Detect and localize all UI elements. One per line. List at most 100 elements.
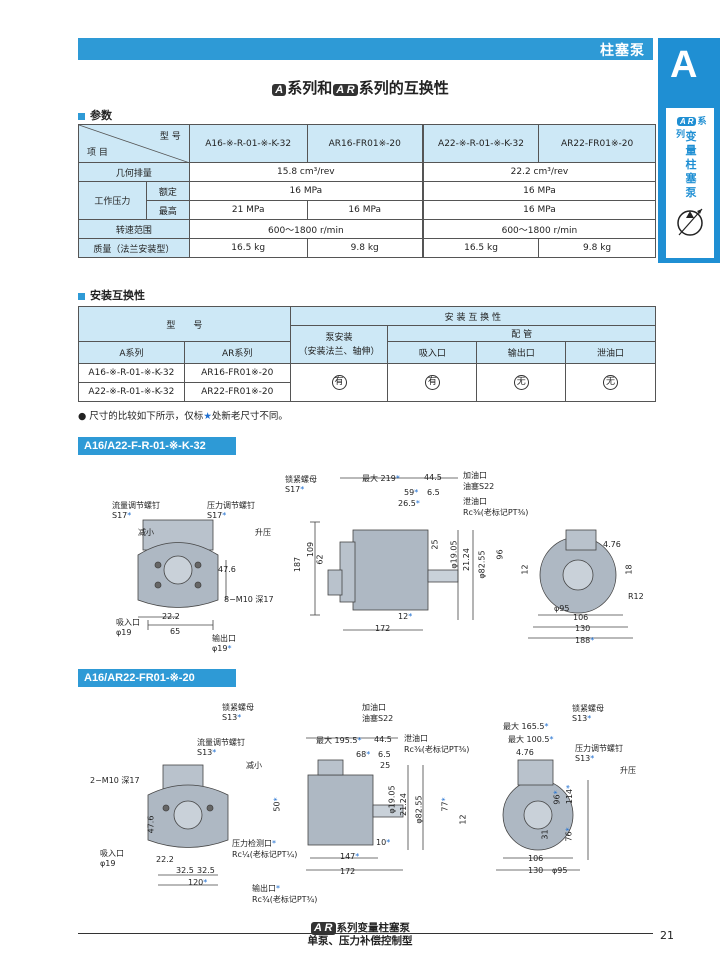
install-row-a22: A22-※-R-01-※-K-32 [78, 382, 185, 402]
d2-d114: 114* [565, 784, 575, 805]
speed-16: 600～1800 r/min [188, 219, 424, 239]
d2-d106: 106 [528, 854, 544, 863]
d2-d130: 130 [528, 866, 544, 875]
d1-d222: 22.2 [162, 612, 180, 621]
install-suction: 吸入口 [387, 341, 478, 364]
d1-d476b: 4.76 [603, 540, 621, 549]
d2-outlet: 输出口*Rc¾(老标记PT¾) [252, 884, 318, 904]
install-mount-mark: 有 [289, 363, 389, 402]
drawing2-figure [147, 737, 589, 886]
d1-d106: 106 [573, 613, 589, 622]
d2-increase: 升压 [620, 766, 636, 775]
d1-d96: 96 [495, 549, 505, 560]
install-row-ar16: AR16-FR01※-20 [183, 363, 291, 383]
d2-d445: 44.5 [374, 735, 392, 744]
install-row-a16: A16-※-R-01-※-K-32 [78, 363, 185, 383]
pressure-rated-22: 16 MPa [421, 181, 656, 201]
pressure-max-22: 16 MPa [421, 200, 656, 220]
page-number: 21 [660, 929, 674, 942]
install-compat-header: 安 装 互 换 性 [289, 306, 657, 326]
d1-d18: 18 [624, 564, 634, 575]
d2-d68: 68* [356, 750, 371, 759]
drawing2-title: A16/AR22-FR01-※-20 [78, 669, 236, 687]
d2-d50: 50* [272, 797, 282, 812]
d1-d25: 25 [430, 539, 440, 550]
d1-phi1905: φ19.05 [449, 540, 459, 569]
section-install-title: 安装互换性 [78, 287, 145, 303]
params-table: 型 号 项 目 A16-※-R-01-※-K-32 AR16-FR01※-20 … [78, 124, 656, 258]
params-model-ar16: AR16-FR01※-20 [306, 124, 424, 163]
d2-d96: 96* [552, 790, 562, 805]
side-tab-letter: A [670, 44, 698, 86]
logo-ar-badge: A R [333, 84, 358, 96]
d1-increase: 升压 [255, 528, 271, 537]
pressure-rated-label: 额定 [145, 181, 190, 201]
d1-d2124: 21.24 [461, 548, 471, 571]
d2-gauge: 压力检测口*Rc¼(老标记PT¼) [232, 839, 298, 859]
install-suction-mark: 有 [387, 363, 478, 402]
d2-d325a: 32.5 [176, 866, 194, 875]
d2-phi8255: φ82.55 [414, 795, 424, 824]
install-a-series: A系列 [78, 341, 185, 364]
params-model-a16: A16-※-R-01-※-K-32 [188, 124, 308, 163]
params-corner: 型 号 项 目 [78, 124, 190, 163]
install-mount-header: 泵安装（安装法兰、轴伸） [289, 325, 389, 364]
d2-d222: 22.2 [156, 855, 174, 864]
d2-d476: 47.6 [146, 815, 156, 834]
install-piping-header: 配 管 [387, 325, 656, 342]
mass-ar16: 9.8 kg [306, 238, 424, 258]
d2-d65: 6.5 [378, 750, 391, 759]
d2-fill: 加油口油塞S22 [362, 703, 394, 723]
params-model-ar22: AR22-FR01※-20 [538, 124, 656, 163]
d2-d172: 172 [340, 867, 356, 876]
displacement-22: 22.2 cm³/rev [421, 162, 656, 182]
d1-m10: 8−M10 深17 [224, 595, 274, 604]
d2-d476b: 4.76 [516, 748, 534, 757]
pressure-max-a16: 21 MPa [188, 200, 308, 220]
params-model-a22: A22-※-R-01-※-K-32 [421, 124, 540, 163]
d1-d12: 12* [398, 612, 413, 621]
d1-r12: R12 [628, 592, 644, 601]
d2-max1655: 最大 165.5* [503, 722, 549, 731]
d2-d120: 120* [188, 878, 208, 887]
d1-max219: 最大 219* [362, 474, 400, 483]
d2-d147: 147* [340, 852, 360, 861]
d2-phi95: φ95 [552, 866, 568, 875]
d2-d25: 25 [380, 761, 391, 770]
d2-d2124: 21.24 [398, 793, 408, 816]
install-drain: 泄油口 [565, 341, 656, 364]
header-title: 柱塞泵 [600, 43, 645, 59]
d1-d65b: 6.5 [427, 488, 440, 497]
dimension-note: ● 尺寸的比较如下所示，仅标★处新老尺寸不同。 [78, 411, 288, 422]
install-model-header: 型 号 [78, 306, 291, 342]
install-table: 型 号 安 装 互 换 性 泵安装（安装法兰、轴伸） 配 管 A系列 AR系列 … [78, 306, 657, 402]
d1-d12b: 12 [520, 564, 530, 575]
d1-fill: 加油口油塞S22 [463, 471, 495, 491]
d2-m10: 2−M10 深17 [90, 776, 140, 785]
d1-d445: 44.5 [424, 473, 442, 482]
d2-d31: 31 [540, 829, 550, 840]
d1-d476: 47.6 [218, 565, 236, 574]
d1-d172: 172 [375, 624, 391, 633]
d2-d76: 76* [564, 827, 574, 842]
pressure-rated-16: 16 MPa [188, 181, 424, 201]
d2-d77: 77* [440, 797, 450, 812]
mass-a22: 16.5 kg [421, 238, 540, 258]
header-bar: 柱塞泵 [78, 38, 653, 60]
drawing1-title: A16/A22-F-R-01-※-K-32 [78, 437, 236, 455]
install-outlet-mark: 无 [476, 363, 567, 402]
d2-d10: 10* [376, 838, 391, 847]
